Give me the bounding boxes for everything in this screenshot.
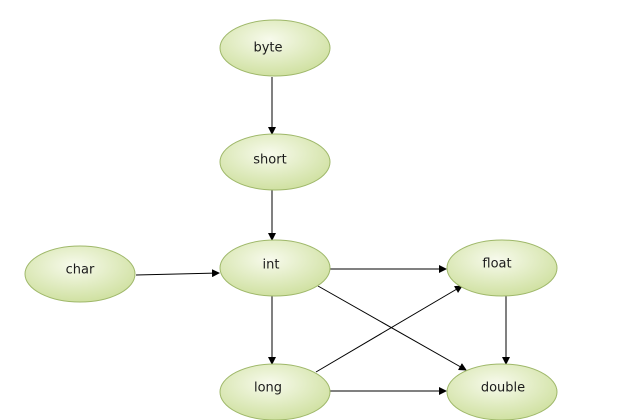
node-byte: byte <box>219 19 331 77</box>
edge-int-to-double <box>317 285 467 371</box>
edge-char-to-int <box>135 269 220 278</box>
node-double-label: double <box>481 381 525 396</box>
node-float-label: float <box>482 257 511 272</box>
node-short-label: short <box>253 153 286 168</box>
node-long-label: long <box>254 381 282 396</box>
node-int-label: int <box>263 258 280 273</box>
node-float: float <box>446 239 558 297</box>
node-byte-label: byte <box>253 41 282 56</box>
node-char-label: char <box>66 263 95 278</box>
node-double: double <box>446 363 558 420</box>
edge-long-to-float <box>315 285 463 373</box>
edges-layer <box>135 77 510 395</box>
node-char: char <box>24 245 136 303</box>
nodes-layer: byte short int char long float double <box>24 19 558 420</box>
node-int: int <box>219 239 331 297</box>
node-short: short <box>219 133 331 191</box>
node-long: long <box>219 363 331 420</box>
